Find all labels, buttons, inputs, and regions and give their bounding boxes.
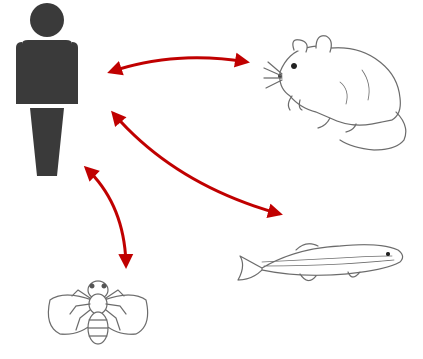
arrow-human-fruit-fly	[86, 168, 126, 266]
mouse-icon	[264, 36, 406, 150]
fruit-fly-icon	[48, 281, 147, 344]
human-icon	[16, 3, 78, 176]
zebrafish-icon	[238, 244, 403, 281]
arrow-human-mouse	[110, 58, 247, 72]
arrow-human-zebrafish	[113, 113, 280, 214]
